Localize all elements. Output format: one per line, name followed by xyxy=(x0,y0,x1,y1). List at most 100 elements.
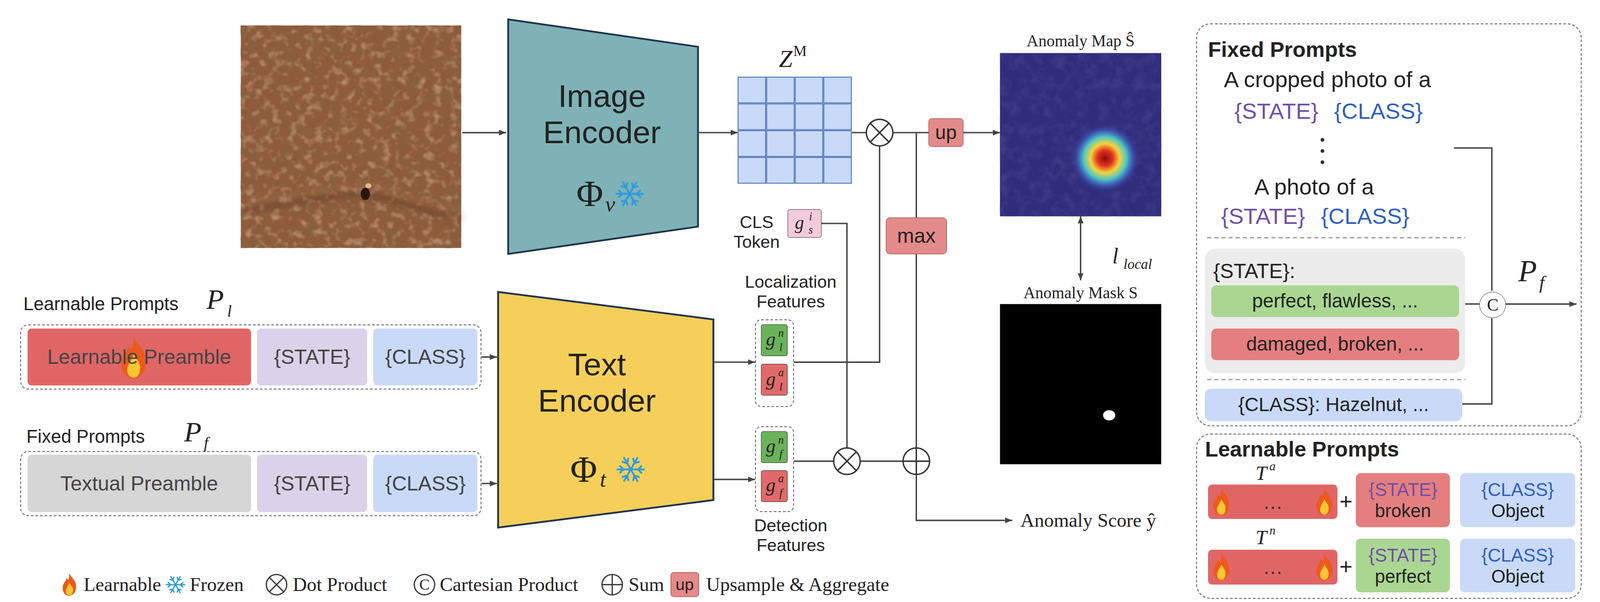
node-text: s xyxy=(808,223,813,237)
node-text: n xyxy=(777,433,784,447)
snowflake-branch xyxy=(173,589,174,593)
svg-rect xyxy=(240,25,462,249)
svg-circle xyxy=(1320,138,1325,142)
learnable-icon xyxy=(1316,488,1333,516)
node-text: Anomaly Mask S xyxy=(1023,283,1138,303)
node-text: CLS Token xyxy=(724,212,789,252)
node-text: Image Encoder xyxy=(514,78,690,152)
node-text: g xyxy=(766,474,776,497)
node-label: max xyxy=(896,223,936,248)
flame-outer xyxy=(1316,553,1333,581)
math-superscript: n xyxy=(1269,523,1276,538)
anomaly-mask-image xyxy=(1000,304,1162,465)
flame-inner xyxy=(65,582,73,596)
node-label: {CLASS} xyxy=(385,345,466,369)
svg-path xyxy=(870,123,890,143)
node-text: a xyxy=(777,366,784,380)
connector xyxy=(481,482,497,485)
prompt-token: {STATE} xyxy=(257,328,368,387)
node-label: broken xyxy=(1375,500,1432,522)
prompt-token: {STATE}perfect xyxy=(1355,538,1450,594)
snowflake-arm xyxy=(175,576,180,585)
node-text: Text Encoder xyxy=(509,346,685,420)
node-text: Φ xyxy=(576,172,604,215)
svg-path xyxy=(1207,237,1466,239)
output-label: Anomaly Score ŷ xyxy=(1020,509,1157,532)
svg-path xyxy=(794,460,834,463)
prompt-token: {CLASS}Object xyxy=(1460,473,1576,528)
legend-label: Dot Product xyxy=(292,573,387,597)
snowflake-branch xyxy=(180,584,183,588)
connector xyxy=(481,356,497,359)
snowflake-arm xyxy=(629,193,637,206)
svg-ellipse xyxy=(1102,410,1116,421)
snowflake-arm xyxy=(623,458,631,470)
frozen-icon xyxy=(166,576,185,594)
math-superscript: a xyxy=(1269,459,1276,474)
cls-token: CLS Tokengsi xyxy=(787,209,822,238)
node-text: f xyxy=(779,447,783,461)
svg-circle xyxy=(833,447,861,475)
state-token: perfect, flawless, ... xyxy=(1211,285,1460,318)
encoder-shape xyxy=(497,291,714,528)
prompt-token: {CLASS} xyxy=(373,328,478,387)
grid-cell xyxy=(823,77,852,103)
sum-symbol xyxy=(903,447,930,475)
node-label: {CLASS}: Hazelnut, ... xyxy=(1238,393,1430,417)
learnable-icon xyxy=(1213,488,1230,516)
connector xyxy=(1465,303,1480,305)
node-label: perfect xyxy=(1375,565,1432,588)
state-token: damaged, broken, ... xyxy=(1211,328,1460,361)
snowflake-arm xyxy=(170,584,176,593)
node-text: {STATE} xyxy=(1234,98,1319,124)
svg-path xyxy=(602,574,623,595)
svg-circle xyxy=(1070,123,1140,193)
node-text: Detection Features xyxy=(734,515,847,556)
node-text: n xyxy=(777,326,784,340)
prompt-token: {STATE} xyxy=(257,454,368,513)
snowflake-branch xyxy=(180,582,183,585)
legend-dot-product xyxy=(266,574,287,595)
snowflake-branch xyxy=(632,475,635,481)
grid-cell xyxy=(738,77,766,103)
node-text: Z xyxy=(778,44,793,73)
svg-path xyxy=(915,254,918,449)
node-label: {STATE} xyxy=(274,471,351,496)
svg-rect xyxy=(1000,53,1162,217)
svg-path xyxy=(462,132,507,134)
svg-path xyxy=(269,577,285,593)
svg-circle xyxy=(903,447,930,475)
anomaly-map-image xyxy=(1000,53,1162,217)
prompt-panel: Fixed PromptsA cropped photo of a{STATE}… xyxy=(1196,23,1582,427)
node-text: {STATE} xyxy=(1221,203,1306,230)
feature-grid: ZM xyxy=(737,76,852,184)
node-text: l xyxy=(227,301,232,321)
node-label: damaged, broken, ... xyxy=(1246,333,1424,356)
grid-cell xyxy=(766,103,795,130)
node-label: up xyxy=(934,121,957,145)
snowflake-branch xyxy=(622,475,627,477)
svg-path xyxy=(245,193,462,219)
snowflake-branch xyxy=(621,200,627,202)
svg-circle xyxy=(866,119,894,146)
class-token: {CLASS}: Hazelnut, ... xyxy=(1204,388,1462,422)
snowflake-branch xyxy=(177,577,179,581)
prompt-token: Textual Preamble xyxy=(27,454,252,513)
node-text: A cropped photo of a xyxy=(1223,66,1431,93)
node-label: {STATE} xyxy=(274,345,351,369)
node-text: g xyxy=(794,212,805,234)
snowflake-arm xyxy=(175,584,180,593)
legend-symbol-text: C xyxy=(419,576,430,594)
snowflake-arm xyxy=(622,182,630,194)
operation-box: up xyxy=(928,118,964,147)
node-text: P xyxy=(184,416,202,450)
node-text: A photo of a xyxy=(1254,173,1375,200)
node-text: i xyxy=(809,210,813,224)
snowflake-branch xyxy=(637,193,641,197)
node-text: g xyxy=(766,367,776,391)
legend-label: Learnable xyxy=(83,573,162,597)
node-text: l xyxy=(779,380,783,394)
connector xyxy=(963,131,1001,134)
grid-cell xyxy=(795,103,823,130)
